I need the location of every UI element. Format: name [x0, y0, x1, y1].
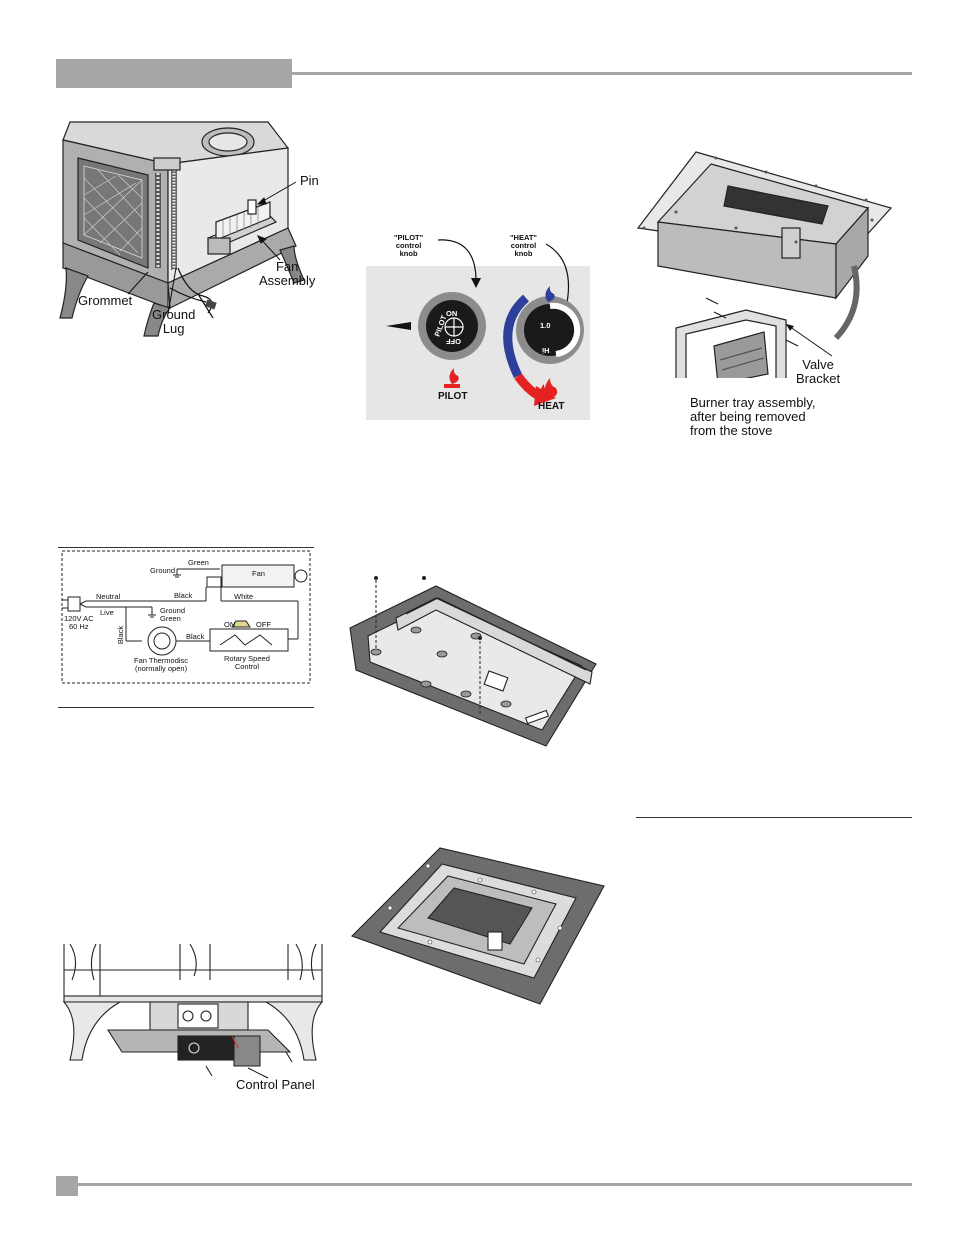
- wiring-rotary: Rotary Speed Control: [224, 654, 270, 671]
- pilot-knob-off: OFF: [446, 337, 461, 346]
- burner-tray-illustration: [636, 151, 893, 389]
- heat-knob-setting: 1.0: [540, 321, 551, 330]
- section-header-rule: [292, 72, 912, 75]
- wiring-ground-green: Ground Green: [160, 606, 186, 623]
- pilot-label: PILOT: [438, 391, 468, 402]
- control-knobs-illustration: [386, 239, 584, 406]
- wiring-on: ON: [224, 620, 236, 629]
- wiring-fan: Fan: [252, 569, 265, 578]
- wiring-diagram-illustration: [61, 550, 311, 684]
- wiring-top-rule: [58, 547, 314, 548]
- wiring-green: Green: [188, 558, 209, 567]
- label-ground-lug: Ground Lug: [152, 307, 196, 336]
- figure-firebox-opening: [350, 846, 606, 1006]
- wiring-ground-top: Ground: [150, 566, 176, 575]
- footer-rule: [78, 1183, 912, 1186]
- firebox-opening-illustration: [350, 847, 605, 1005]
- pilot-knob-on: ON: [446, 309, 458, 318]
- heat-knob-hi: Hi: [542, 346, 550, 355]
- heat-label: HEAT: [538, 401, 565, 412]
- wiring-bottom-rule: [58, 707, 314, 708]
- label-fan-assembly: Fan Assembly: [259, 259, 316, 288]
- wiring-off: OFF: [256, 620, 271, 629]
- label-valve-bracket: Valve Bracket: [796, 357, 841, 386]
- wiring-black-mid: Black: [186, 632, 205, 641]
- stove-fan-illustration: [59, 121, 305, 337]
- label-control-panel: Control Panel: [236, 1077, 315, 1092]
- figure-wiring-diagram: Ground Green Fan Neutral Black White Liv…: [60, 549, 312, 685]
- figure-control-panel: Control Panel: [60, 940, 326, 1092]
- section-header-box: [56, 59, 292, 88]
- right-column-rule: [636, 817, 912, 818]
- tray-plate-illustration: [349, 576, 597, 747]
- label-pin: Pin: [300, 173, 319, 188]
- figure-tray-plate: [346, 574, 606, 750]
- figure-stove-fan: Pin Fan Assembly Grommet Ground Lug: [58, 118, 323, 340]
- label-grommet: Grommet: [78, 293, 133, 308]
- wiring-black-side: Black: [116, 625, 126, 645]
- wiring-white: White: [234, 592, 254, 601]
- control-panel-illustration: [62, 943, 324, 1079]
- wiring-live: Live: [100, 608, 114, 617]
- figure-control-knobs: "PILOT" control knob "HEAT" control knob…: [366, 226, 590, 422]
- wiring-black-top: Black: [174, 591, 193, 600]
- page-number-box: [56, 1176, 78, 1196]
- wiring-neutral: Neutral: [96, 592, 121, 601]
- wiring-supply: 120V AC 60 Hz: [64, 614, 94, 631]
- wiring-thermodisc: Fan Thermodisc (normally open): [134, 656, 189, 673]
- figure-burner-tray: Valve Bracket Burner tray assembly, afte…: [636, 148, 896, 438]
- burner-tray-caption: Burner tray assembly, after being remove…: [690, 395, 816, 438]
- pilot-knob-callout: "PILOT" control knob: [394, 233, 424, 258]
- heat-knob-callout: "HEAT" control knob: [510, 233, 537, 258]
